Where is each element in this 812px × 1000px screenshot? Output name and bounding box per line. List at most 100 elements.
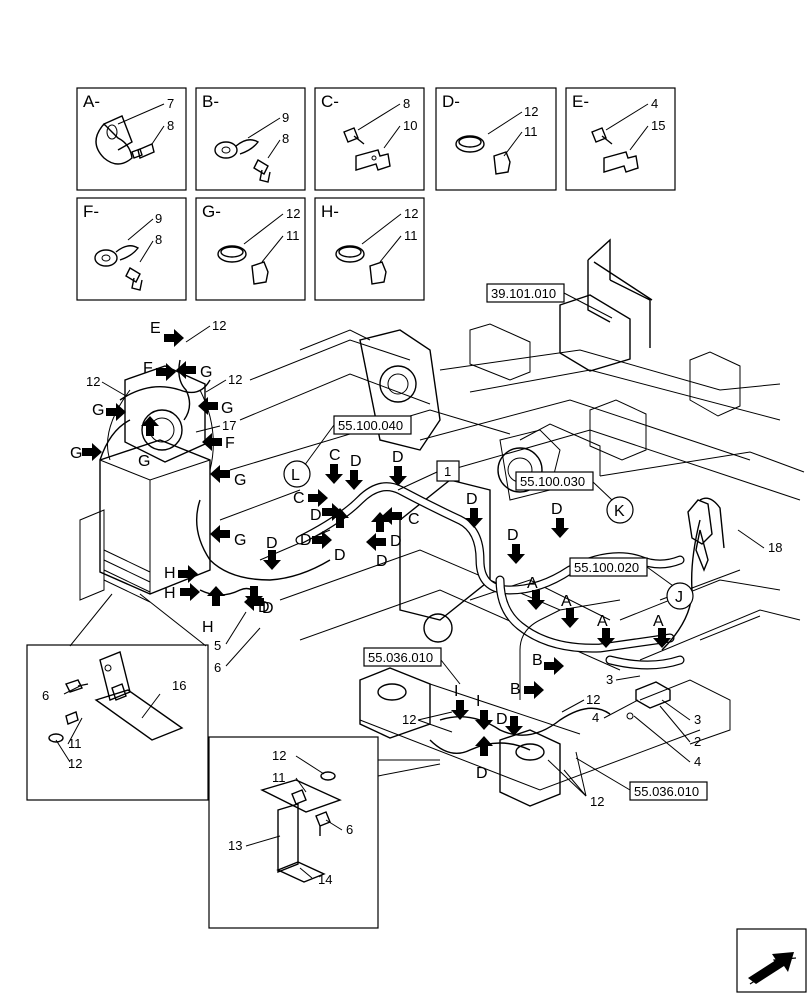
arrow-b-2-label: B bbox=[510, 681, 521, 698]
kit-e-part-1: 4 bbox=[651, 96, 658, 111]
callout-13: 13 bbox=[228, 838, 242, 853]
arrow-i-1[interactable]: I bbox=[451, 683, 469, 720]
arrow-b-2[interactable]: B bbox=[510, 681, 544, 699]
arrow-d-up-1[interactable]: D bbox=[331, 508, 349, 564]
tie-mount-icon bbox=[493, 151, 511, 175]
arrow-c-right[interactable]: C bbox=[382, 507, 420, 528]
kit-g-caption: G- bbox=[202, 202, 221, 221]
ref-box-55-036-010-lower[interactable]: 55.036.010 bbox=[575, 757, 708, 801]
kit-c-part-1: 8 bbox=[403, 96, 410, 111]
arrow-c-down[interactable]: C bbox=[325, 447, 343, 484]
callout-12-b: 12 bbox=[86, 374, 100, 389]
item-box-1[interactable]: 1 bbox=[397, 460, 460, 491]
ref-box-55-100-020[interactable]: 55.100.020 bbox=[569, 557, 677, 589]
callout-3-a: 3 bbox=[606, 672, 613, 687]
kit-a-panel[interactable]: A- 7 8 bbox=[76, 87, 187, 191]
callout-11-inset1: 11 bbox=[68, 736, 82, 751]
arrow-h-2[interactable]: H bbox=[164, 583, 200, 602]
arrow-d-left-1-label: D bbox=[310, 507, 322, 524]
arrow-g-right-3[interactable]: G bbox=[210, 525, 246, 549]
arrow-d-left-2-label: D bbox=[300, 532, 312, 549]
inset-bracket-13-14[interactable]: 12 11 6 13 14 bbox=[208, 736, 379, 929]
bolt-icon bbox=[591, 127, 613, 145]
item-box-1-label: 1 bbox=[444, 464, 451, 479]
arrow-f-upper[interactable]: F bbox=[143, 360, 176, 381]
arrow-d-down-1-label: D bbox=[350, 453, 362, 470]
arrow-c-left-label: C bbox=[293, 490, 305, 507]
arrow-a-1[interactable]: A bbox=[527, 575, 545, 610]
arrow-d-down-7[interactable]: D bbox=[496, 711, 523, 736]
connector-group-right bbox=[626, 499, 713, 720]
arrow-d-right-1-label: D bbox=[390, 533, 402, 550]
arrow-a-3[interactable]: A bbox=[597, 613, 615, 648]
callout-3-b: 3 bbox=[694, 712, 701, 727]
kit-f-panel[interactable]: F- 9 8 bbox=[76, 197, 187, 301]
ref-box-39-101-010[interactable]: 39.101.010 bbox=[486, 283, 613, 319]
arrow-g-right-1[interactable]: G bbox=[198, 397, 233, 417]
callout-17: 17 bbox=[222, 418, 236, 433]
arrow-e-label: E bbox=[150, 320, 161, 337]
view-circle-l[interactable]: L bbox=[283, 460, 311, 488]
arrow-a-4-label: A bbox=[653, 613, 664, 630]
kit-g-panel[interactable]: G- 12 11 bbox=[195, 197, 306, 301]
kit-a-part-2: 8 bbox=[167, 118, 174, 133]
arrow-d-up-3[interactable]: D bbox=[475, 736, 493, 782]
kit-b-panel[interactable]: B- 9 8 bbox=[195, 87, 306, 191]
arrow-h-up-label: H bbox=[202, 619, 214, 636]
view-circle-k[interactable]: K bbox=[606, 496, 634, 524]
kit-f-part-2: 8 bbox=[155, 232, 162, 247]
arrow-d-down-6[interactable]: D bbox=[263, 535, 281, 570]
arrow-h-1[interactable]: H bbox=[164, 565, 198, 583]
arrow-d-up-2[interactable]: D bbox=[371, 512, 389, 570]
kit-h-panel[interactable]: H- 12 11 bbox=[314, 197, 425, 301]
arrow-d-down-3[interactable]: D bbox=[465, 491, 483, 528]
arrow-c-right-label: C bbox=[408, 511, 420, 528]
bolt-icon bbox=[131, 143, 155, 159]
kit-f-caption: F- bbox=[83, 202, 99, 221]
hose-route-main bbox=[295, 482, 685, 670]
arrow-i-1-label: I bbox=[454, 683, 458, 700]
ref-box-55-036-010-upper[interactable]: 55.036.010 bbox=[363, 647, 461, 685]
arrow-f-right[interactable]: F bbox=[202, 433, 235, 452]
arrow-a-4[interactable]: A bbox=[653, 613, 671, 648]
arrow-b-1[interactable]: B bbox=[532, 652, 564, 675]
kit-d-panel[interactable]: D- 12 11 bbox=[435, 87, 557, 191]
callout-6-inset2: 6 bbox=[346, 822, 353, 837]
arrow-d-down-4[interactable]: D bbox=[551, 501, 569, 538]
view-circle-j[interactable]: J bbox=[666, 582, 694, 610]
arrow-d-up-3-label: D bbox=[476, 765, 488, 782]
kit-c-panel[interactable]: C- 8 10 bbox=[314, 87, 425, 191]
kit-e-panel[interactable]: E- 4 15 bbox=[565, 87, 676, 191]
inset-bracket-16[interactable]: 6 16 11 12 bbox=[26, 644, 209, 801]
arrow-e[interactable]: E bbox=[150, 320, 184, 347]
arrow-d-down-8[interactable]: D bbox=[245, 586, 270, 616]
arrow-d-down-5-label: D bbox=[507, 527, 519, 544]
arrow-d-right-1[interactable]: D bbox=[366, 533, 402, 551]
arrow-c-left[interactable]: C bbox=[293, 489, 328, 507]
arrow-i-2[interactable]: I bbox=[475, 693, 493, 730]
bolt-icon bbox=[253, 159, 271, 183]
callout-12-e: 12 bbox=[402, 712, 416, 727]
kit-h-part-2: 11 bbox=[404, 228, 418, 243]
arrow-h-1-label: H bbox=[164, 565, 176, 582]
arrow-a-2[interactable]: A bbox=[561, 593, 579, 628]
ref-box-55-100-040[interactable]: 55.100.040 bbox=[303, 415, 412, 467]
arrow-d-down-4-label: D bbox=[551, 501, 563, 518]
callout-11-inset2: 11 bbox=[272, 770, 286, 785]
arrow-g-upper-right[interactable]: G bbox=[176, 361, 212, 381]
hose-clamp-icon bbox=[214, 139, 260, 159]
kit-e-caption: E- bbox=[572, 92, 589, 111]
kit-g-part-2: 11 bbox=[286, 228, 300, 243]
arrow-g-right-2[interactable]: G bbox=[210, 465, 246, 489]
bolt-icon bbox=[125, 267, 143, 291]
arrow-h-up[interactable]: H bbox=[202, 586, 225, 636]
arrow-d-down-5[interactable]: D bbox=[507, 527, 525, 564]
kit-h-caption: H- bbox=[321, 202, 339, 221]
arrow-g-upper-left[interactable]: G bbox=[92, 402, 126, 421]
arrow-d-down-2[interactable]: D bbox=[389, 449, 407, 486]
arrow-d-left-2[interactable]: D bbox=[300, 531, 332, 549]
arrow-d-down-1[interactable]: D bbox=[345, 453, 363, 490]
arrow-g-up-1[interactable]: G bbox=[138, 416, 159, 470]
ref-box-55-100-030[interactable]: 55.100.030 bbox=[515, 471, 613, 501]
arrow-g-left[interactable]: G bbox=[70, 443, 102, 462]
